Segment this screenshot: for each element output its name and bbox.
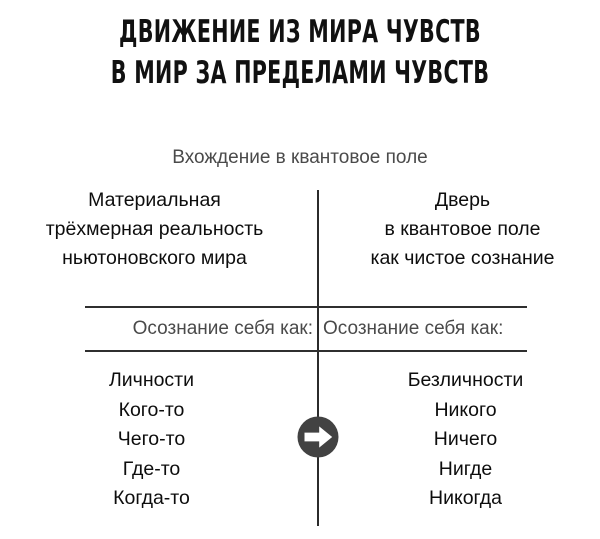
page-title-line-2: В мир за пределами чувств <box>110 55 490 91</box>
left-heading-line: Материальная <box>88 189 221 211</box>
right-column-list: Безличности Никого Ничего Нигде Никогда <box>317 366 600 514</box>
left-heading-line: ньютоновского мира <box>62 247 247 269</box>
left-column-heading: Материальная трёхмерная реальность ньюто… <box>0 186 317 286</box>
band-rule-top <box>85 306 527 308</box>
left-band-label: Осознание себя как: <box>132 318 313 339</box>
awareness-band: Осознание себя как: Осознание себя как: <box>0 312 600 346</box>
list-item: Нигде <box>438 457 493 480</box>
arrow-right-circle-icon <box>297 416 339 458</box>
list-item: Личности <box>108 369 195 391</box>
list-item: Когда-то <box>113 487 190 509</box>
page-title: Движение из мира чувств В мир за предела… <box>0 12 600 94</box>
right-heading-line: как чистое сознание <box>370 247 555 269</box>
page-subtitle: Вхождение в квантовое поле <box>172 147 428 168</box>
lower-columns: Личности Кого-то Чего-то Где-то Когда-то… <box>0 366 600 514</box>
page-title-line-1: Движение из мира чувств <box>119 14 481 50</box>
right-column-heading: Дверь в квантовое поле как чистое сознан… <box>317 186 600 286</box>
list-item: Безличности <box>407 369 524 391</box>
right-band-label: Осознание себя как: <box>323 318 504 339</box>
list-item: Никогда <box>428 487 503 509</box>
list-item: Ничего <box>433 428 498 450</box>
right-heading-line: в квантовое поле <box>384 218 541 240</box>
list-item: Никого <box>434 398 497 421</box>
center-vertical-divider <box>317 190 319 526</box>
right-band-cell: Осознание себя как: <box>317 317 600 341</box>
upper-columns: Материальная трёхмерная реальность ньюто… <box>0 186 600 286</box>
list-item: Чего-то <box>117 428 186 450</box>
left-column-list: Личности Кого-то Чего-то Где-то Когда-то <box>0 366 317 514</box>
right-heading-line: Дверь <box>434 189 491 211</box>
left-band-cell: Осознание себя как: <box>0 317 317 341</box>
band-rule-bottom <box>85 350 527 352</box>
left-heading-line: трёхмерная реальность <box>45 218 264 240</box>
list-item: Кого-то <box>118 398 185 421</box>
list-item: Где-то <box>122 457 181 480</box>
